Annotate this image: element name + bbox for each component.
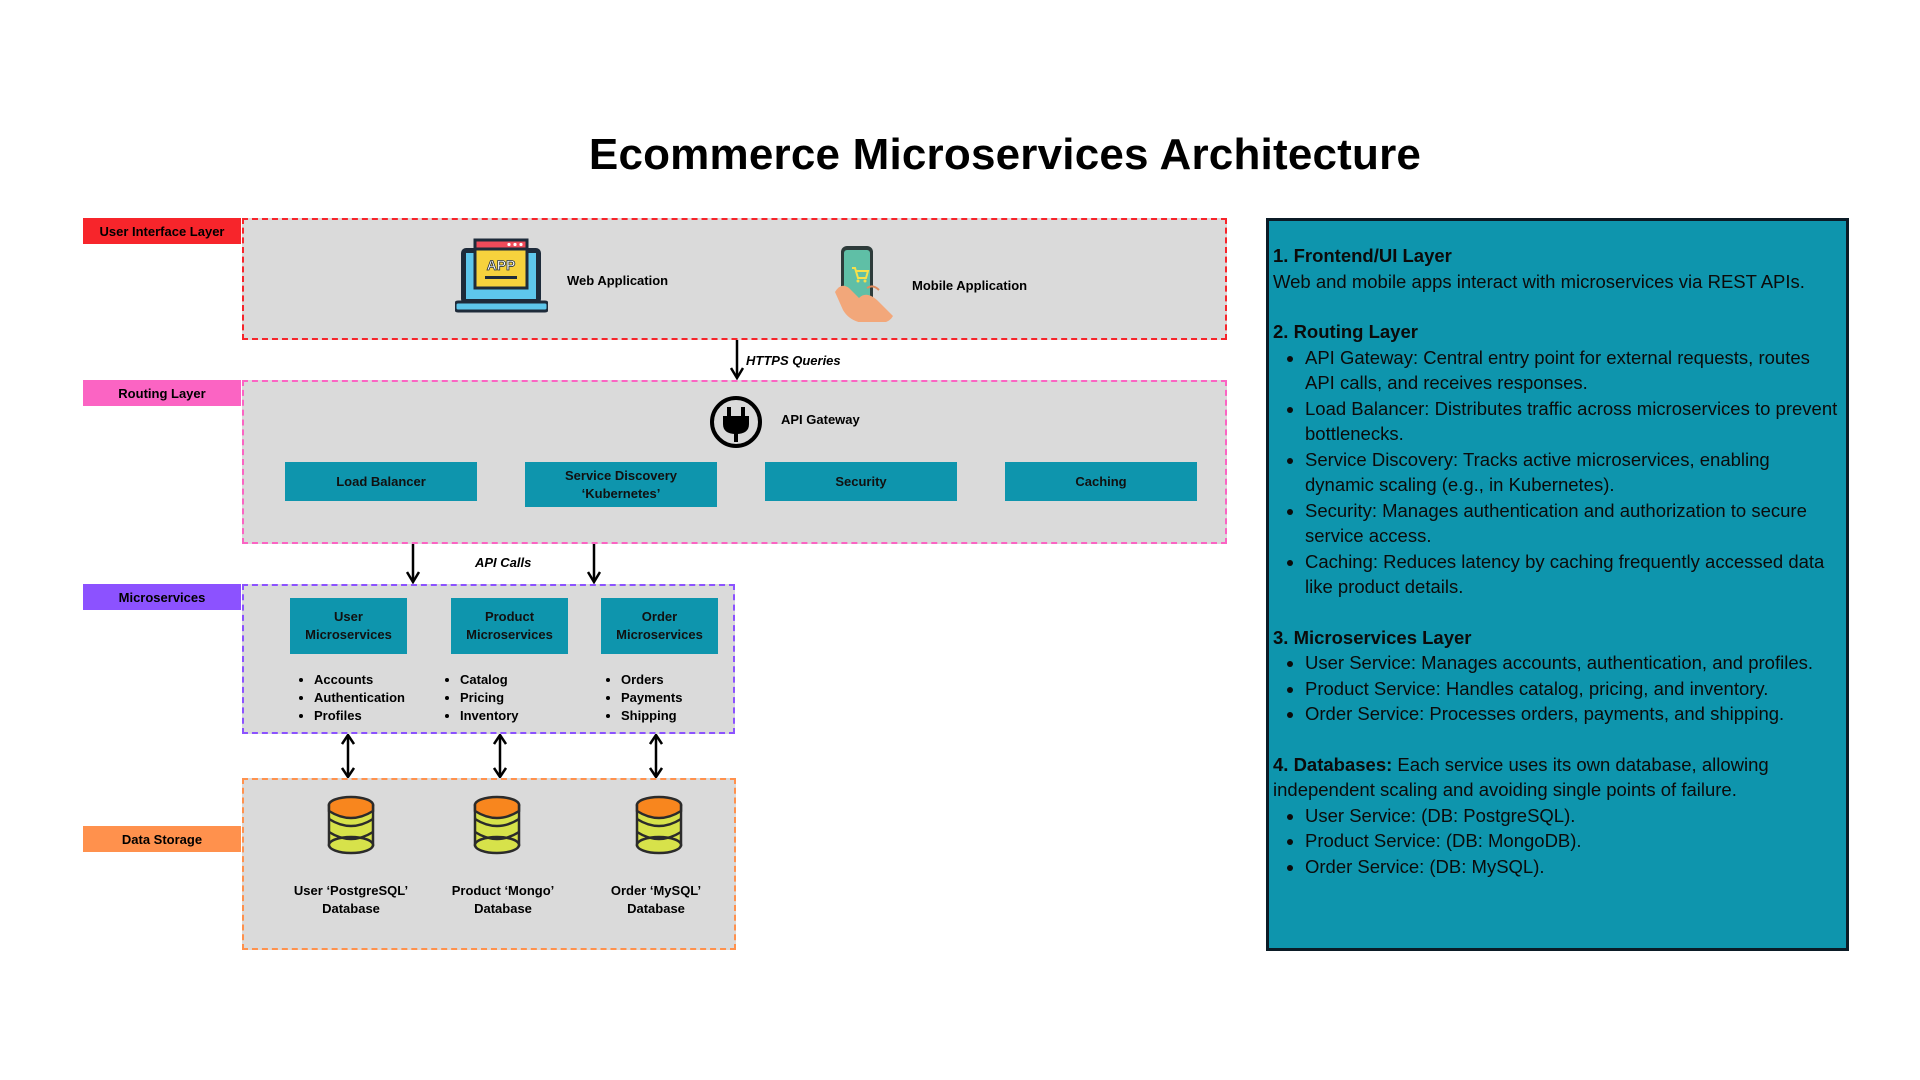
product-database-label: Product ‘Mongo’: [451, 883, 555, 898]
order-microservices-label: Order: [641, 609, 678, 624]
list-item: Inventory: [460, 707, 519, 725]
https-arrow: [729, 340, 745, 381]
load-balancer-box: Load Balancer: [285, 462, 477, 501]
database-icon: [472, 795, 522, 855]
ui-layer-box: [242, 218, 1227, 340]
page-title: Ecommerce Microservices Architecture: [588, 130, 1422, 179]
product-microservices-sublabel: Microservices: [466, 627, 553, 642]
order-service-list: Orders Payments Shipping: [603, 671, 682, 725]
user-database-caption: User ‘PostgreSQL’ Database: [271, 882, 431, 918]
list-item: User Service: Manages accounts, authenti…: [1305, 650, 1838, 676]
mobile-application-label: Mobile Application: [912, 278, 1028, 293]
mobile-phone-icon: [833, 244, 895, 324]
product-database-sublabel: Database: [474, 901, 532, 916]
order-database-sublabel: Database: [627, 901, 685, 916]
section-text-databases: Each service uses its own database, allo…: [1273, 753, 1769, 801]
list-item: Orders: [621, 671, 682, 689]
list-item: Service Discovery: Tracks active microse…: [1305, 447, 1838, 498]
section-databases: 4. Databases: Each service uses its own …: [1273, 752, 1838, 803]
list-item: Load Balancer: Distributes traffic acros…: [1305, 396, 1838, 447]
product-database-caption: Product ‘Mongo’ Database: [423, 882, 583, 918]
routing-layer-label: Routing Layer: [83, 380, 241, 406]
section-text-frontend: Web and mobile apps interact with micros…: [1273, 270, 1805, 292]
https-queries-label: HTTPS Queries: [746, 353, 841, 368]
list-item: Profiles: [314, 707, 405, 725]
service-discovery-sublabel: ‘Kubernetes’: [581, 485, 661, 501]
order-microservices-sublabel: Microservices: [616, 627, 703, 642]
order-db-arrow: [648, 732, 664, 780]
microservices-description-list: User Service: Manages accounts, authenti…: [1273, 650, 1838, 727]
api-gateway-label: API Gateway: [781, 412, 860, 427]
section-heading-frontend: 1. Frontend/UI Layer: [1273, 245, 1452, 266]
list-item: Order Service: (DB: MySQL).: [1305, 854, 1838, 880]
ui-layer-label: User Interface Layer: [83, 218, 241, 244]
list-item: Catalog: [460, 671, 519, 689]
database-icon: [634, 795, 684, 855]
app-icon-text: APP: [487, 257, 516, 273]
list-item: Security: Manages authentication and aut…: [1305, 498, 1838, 549]
user-db-arrow: [340, 732, 356, 780]
list-item: Order Service: Processes orders, payment…: [1305, 701, 1838, 727]
list-item: Authentication: [314, 689, 405, 707]
database-icon: [326, 795, 376, 855]
api-calls-label: API Calls: [475, 555, 532, 570]
list-item: Caching: Reduces latency by caching freq…: [1305, 549, 1838, 600]
service-discovery-box: Service Discovery ‘Kubernetes’: [525, 462, 717, 507]
list-item: User Service: (DB: PostgreSQL).: [1305, 803, 1838, 829]
section-heading-routing: 2. Routing Layer: [1273, 321, 1418, 342]
order-database-caption: Order ‘MySQL’ Database: [576, 882, 736, 918]
data-layer-label: Data Storage: [83, 826, 241, 852]
description-panel: 1. Frontend/UI Layer Web and mobile apps…: [1266, 218, 1849, 951]
user-database-label: User ‘PostgreSQL’: [293, 883, 409, 898]
list-item: Product Service: Handles catalog, pricin…: [1305, 676, 1838, 702]
list-item: Accounts: [314, 671, 405, 689]
api-call-arrow-left: [405, 544, 421, 585]
user-service-list: Accounts Authentication Profiles: [296, 671, 405, 725]
user-microservices-box: User Microservices: [290, 598, 407, 654]
product-db-arrow: [492, 732, 508, 780]
caching-box: Caching: [1005, 462, 1197, 501]
product-microservices-box: Product Microservices: [451, 598, 568, 654]
user-microservices-sublabel: Microservices: [305, 627, 392, 642]
microservices-layer-label: Microservices: [83, 584, 241, 610]
routing-description-list: API Gateway: Central entry point for ext…: [1273, 345, 1838, 600]
order-microservices-box: Order Microservices: [601, 598, 718, 654]
user-microservices-label: User: [334, 609, 363, 624]
service-discovery-label: Service Discovery: [564, 467, 678, 483]
list-item: Product Service: (DB: MongoDB).: [1305, 828, 1838, 854]
product-service-list: Catalog Pricing Inventory: [442, 671, 519, 725]
plug-icon: [708, 394, 764, 450]
security-label: Security: [835, 473, 887, 489]
databases-description-list: User Service: (DB: PostgreSQL). Product …: [1273, 803, 1838, 880]
section-heading-microservices: 3. Microservices Layer: [1273, 626, 1472, 648]
list-item: Pricing: [460, 689, 519, 707]
section-heading-databases: 4. Databases:: [1273, 753, 1393, 775]
list-item: Payments: [621, 689, 682, 707]
laptop-app-icon: APP: [453, 236, 550, 318]
list-item: Shipping: [621, 707, 682, 725]
security-box: Security: [765, 462, 957, 501]
api-call-arrow-right: [586, 544, 602, 585]
user-database-sublabel: Database: [322, 901, 380, 916]
load-balancer-label: Load Balancer: [336, 473, 426, 489]
web-application-label: Web Application: [567, 273, 669, 288]
list-item: API Gateway: Central entry point for ext…: [1305, 345, 1838, 396]
order-database-label: Order ‘MySQL’: [610, 883, 702, 898]
caching-label: Caching: [1075, 473, 1127, 489]
product-microservices-label: Product: [484, 609, 535, 624]
